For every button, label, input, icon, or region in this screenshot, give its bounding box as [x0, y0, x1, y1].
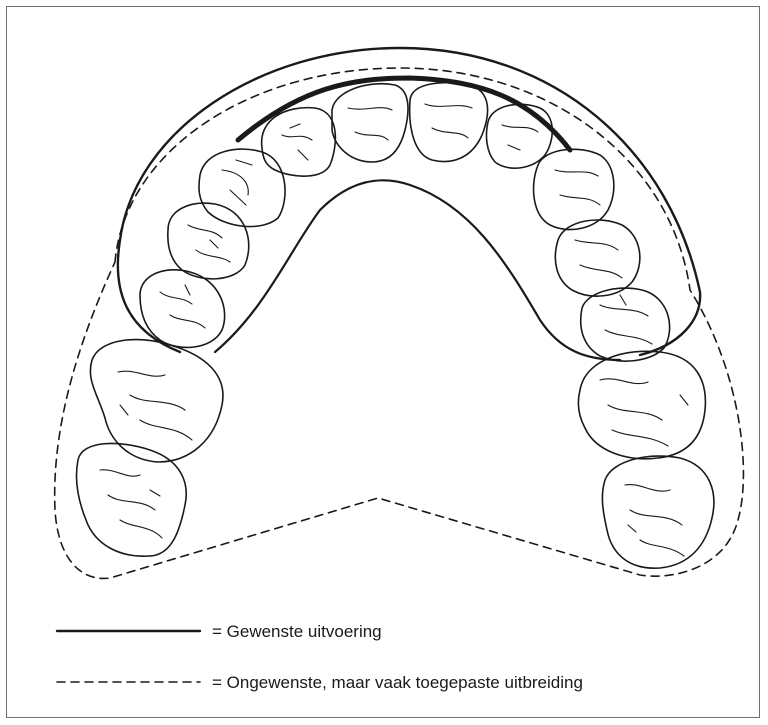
labial-rim [238, 78, 570, 150]
tooth [555, 220, 640, 296]
tooth [140, 270, 225, 348]
legend-dashed-label: = Ongewenste, maar vaak toegepaste uitbr… [212, 673, 583, 692]
teeth-right-side [534, 149, 714, 568]
tooth [199, 149, 285, 226]
tooth [76, 443, 186, 556]
teeth-left-side [76, 108, 335, 557]
tooth [534, 149, 614, 229]
teeth-front [332, 83, 552, 169]
tooth [410, 83, 488, 162]
legend-solid-label: = Gewenste uitvoering [212, 622, 382, 641]
desired-outer-outline [118, 48, 700, 355]
tooth [578, 351, 705, 458]
tooth [332, 84, 408, 162]
tooth [168, 203, 249, 279]
desired-inner-outline [215, 180, 620, 360]
tooth [602, 456, 713, 568]
tooth [262, 108, 336, 177]
